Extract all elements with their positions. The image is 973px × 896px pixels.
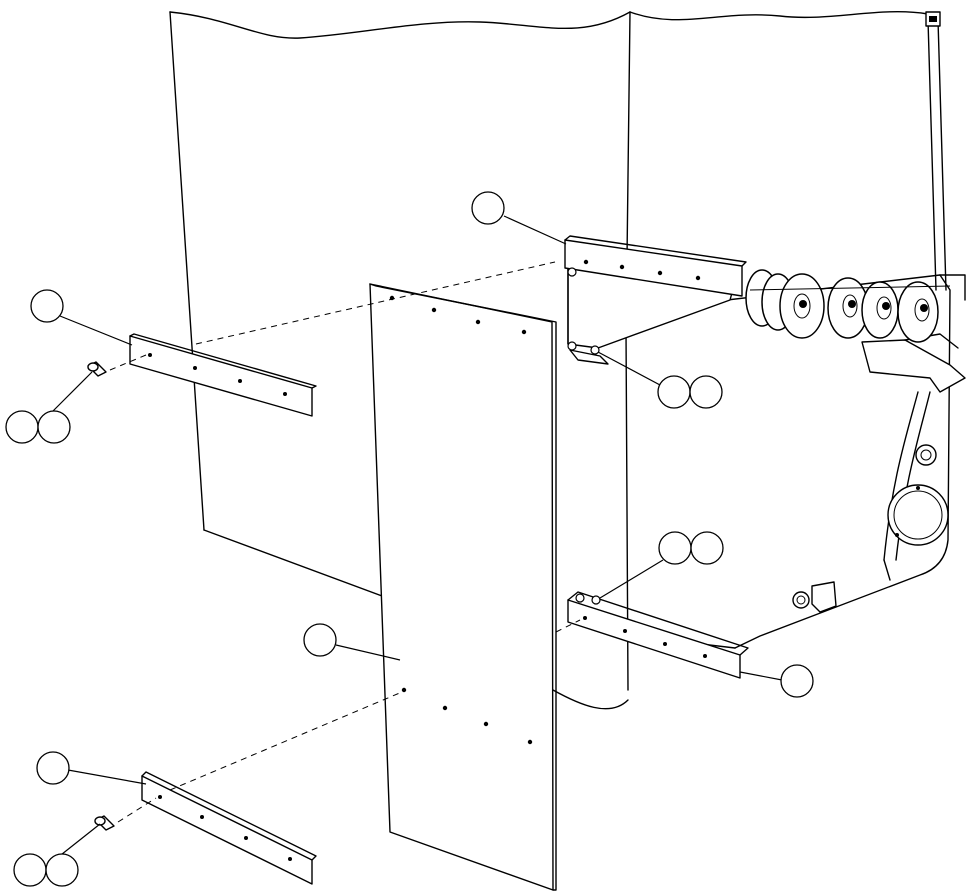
screw-upper: [87, 361, 107, 377]
callout-balloon: [45, 853, 79, 887]
callout-balloon: [36, 751, 70, 785]
callout-balloon: [37, 410, 71, 444]
callout-balloon: [690, 531, 724, 565]
callout-balloon: [303, 623, 337, 657]
callout-balloon: [30, 289, 64, 323]
callout-balloon: [657, 375, 691, 409]
callout-balloon: [780, 664, 814, 698]
callout-balloon: [5, 410, 39, 444]
upper-strip: [129, 333, 317, 417]
callout-balloon: [658, 531, 692, 565]
assembly-lines: [109, 261, 581, 823]
callouts: [5, 191, 814, 887]
callout-balloon: [471, 191, 505, 225]
lower-strip: [141, 771, 317, 885]
callout-balloon: [13, 853, 47, 887]
vertical-rod: [925, 11, 947, 291]
front-panel: [369, 283, 557, 891]
callout-balloon: [689, 375, 723, 409]
roller-assembly: [745, 269, 951, 343]
lower-rail: [567, 591, 749, 679]
screw-lower: [94, 815, 115, 831]
